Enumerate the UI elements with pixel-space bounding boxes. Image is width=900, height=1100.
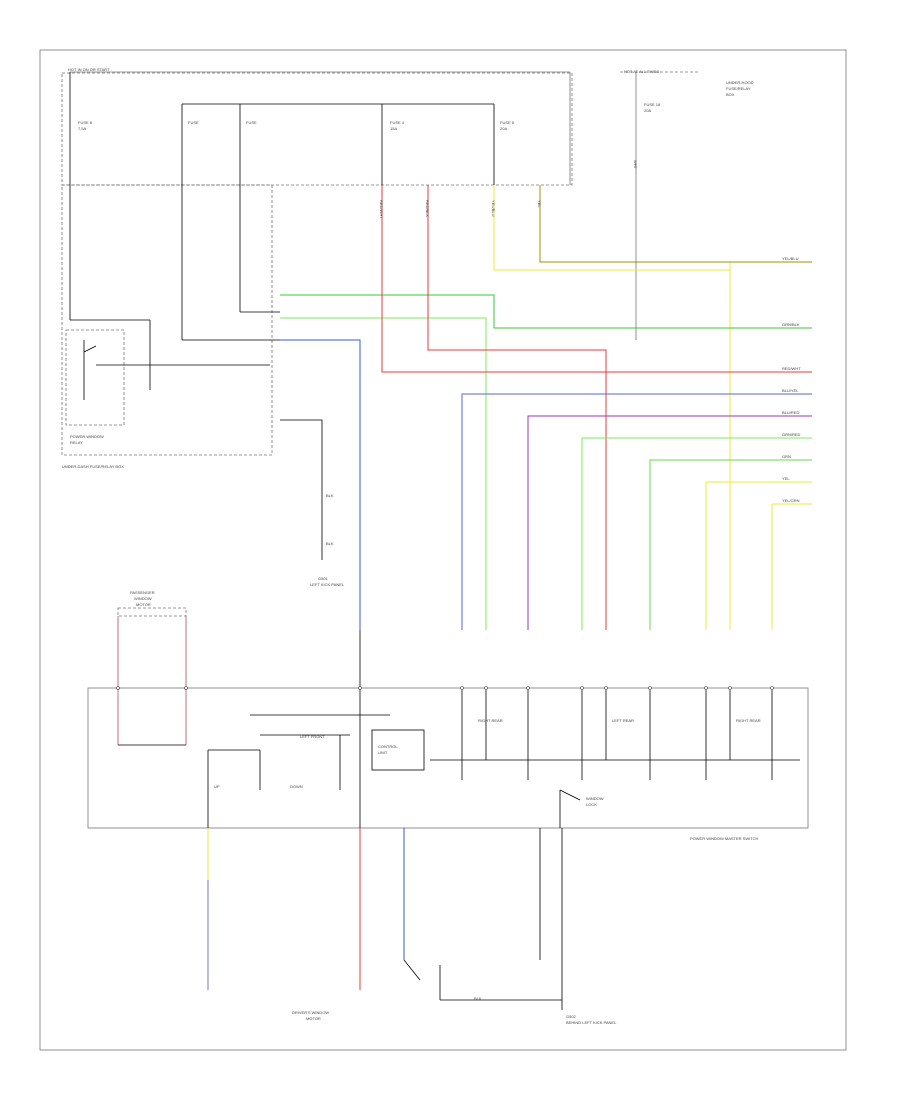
ground-right-label: G502 [566, 1014, 577, 1019]
svg-text:FUSE/RELAY: FUSE/RELAY [726, 86, 751, 91]
wire-red-1 [381, 185, 812, 373]
wire-blue-2 [461, 393, 812, 630]
svg-text:YEL: YEL [537, 200, 542, 208]
svg-text:RIGHT REAR: RIGHT REAR [478, 718, 503, 723]
svg-text:BOX: BOX [726, 92, 735, 97]
svg-text:RED/BLK: RED/BLK [425, 200, 430, 217]
wire-olive-2 [539, 185, 812, 263]
svg-text:LEFT FRONT: LEFT FRONT [300, 734, 325, 739]
svg-text:BLU/YEL: BLU/YEL [782, 388, 799, 393]
svg-text:GRN: GRN [782, 454, 791, 459]
master-switch-label: POWER WINDOW MASTER SWITCH [690, 836, 759, 841]
svg-text:LEFT REAR: LEFT REAR [612, 718, 634, 723]
wire-ground-left [280, 419, 323, 560]
connector-pins [116, 686, 774, 690]
svg-text:CONTROL: CONTROL [378, 744, 398, 749]
wire-yellow-2 [771, 503, 812, 630]
svg-text:MOTOR: MOTOR [136, 602, 151, 607]
fuse-right-label: FUSE 18 [644, 102, 661, 107]
svg-text:WINDOW: WINDOW [586, 796, 604, 801]
fuse-c-label: FUSE [246, 120, 257, 125]
wire-yellow-1 [705, 481, 812, 630]
control-unit [371, 729, 425, 771]
svg-text:GRN/RED: GRN/RED [782, 432, 801, 437]
svg-text:20A: 20A [644, 108, 651, 113]
svg-text:UNDER-HOOD: UNDER-HOOD [726, 80, 754, 85]
svg-text:UNIT: UNIT [378, 750, 388, 755]
wire-violet [527, 415, 812, 630]
wire-green-2 [280, 317, 487, 630]
svg-text:BLU/RED: BLU/RED [782, 410, 799, 415]
ground-left-label: G501 [318, 576, 329, 581]
fuse-box-lower-outline [61, 184, 273, 456]
hot-label-left: HOT IN ON OR START [68, 67, 110, 72]
svg-text:RIGHT REAR: RIGHT REAR [736, 718, 761, 723]
wire-green-3 [649, 459, 812, 630]
svg-text:LOCK: LOCK [586, 802, 597, 807]
fuse-box-name: UNDER-DASH FUSE/RELAY BOX [62, 464, 124, 469]
svg-text:15A: 15A [390, 126, 397, 131]
wire-green-1 [280, 294, 812, 329]
fuse-d-label: FUSE 4 [390, 120, 405, 125]
wire-olive-1 [493, 185, 812, 271]
svg-text:LEFT KICK PANEL: LEFT KICK PANEL [310, 582, 345, 587]
svg-text:RED/WHT: RED/WHT [782, 366, 801, 371]
svg-text:YEL/BLU: YEL/BLU [782, 256, 799, 261]
svg-text:BEHIND LEFT KICK PANEL: BEHIND LEFT KICK PANEL [566, 1020, 617, 1025]
svg-text:YEL/BLU: YEL/BLU [491, 200, 496, 217]
svg-text:YEL/GRN: YEL/GRN [782, 498, 800, 503]
svg-text:DOWN: DOWN [290, 784, 303, 789]
svg-text:WINDOW: WINDOW [134, 596, 152, 601]
diagram-frame [39, 49, 847, 1051]
wire-red-2 [427, 185, 607, 630]
svg-text:YEL: YEL [782, 476, 790, 481]
wire-lightgreen [581, 437, 812, 630]
power-window-relay [65, 329, 125, 426]
svg-text:RED/WHT: RED/WHT [379, 200, 384, 219]
fuse-box-outline [61, 72, 573, 186]
svg-text:20A: 20A [500, 126, 507, 131]
fuse-e-label: FUSE 5 [500, 120, 515, 125]
wire-blue-1 [280, 339, 361, 630]
svg-text:7.5A: 7.5A [78, 126, 87, 131]
svg-text:BLK: BLK [474, 996, 482, 1001]
svg-text:BLK: BLK [326, 541, 334, 546]
svg-text:RELAY: RELAY [70, 440, 83, 445]
svg-text:WHT: WHT [633, 160, 638, 170]
fuse-a-label: FUSE 8 [78, 120, 93, 125]
svg-text:UP: UP [214, 784, 220, 789]
master-switch-box [87, 687, 809, 829]
svg-text:MOTOR: MOTOR [306, 1016, 321, 1021]
svg-text:GRN/BLK: GRN/BLK [782, 322, 800, 327]
passenger-window-label: PASSENGER [130, 590, 155, 595]
svg-text:BLK: BLK [326, 493, 334, 498]
fuse-b-label: FUSE [188, 120, 199, 125]
hot-label-right: HOT AT ALL TIMES [624, 69, 659, 74]
driver-window-label: DRIVER'S WINDOW [292, 1010, 329, 1015]
relay-label: POWER WINDOW [70, 434, 104, 439]
